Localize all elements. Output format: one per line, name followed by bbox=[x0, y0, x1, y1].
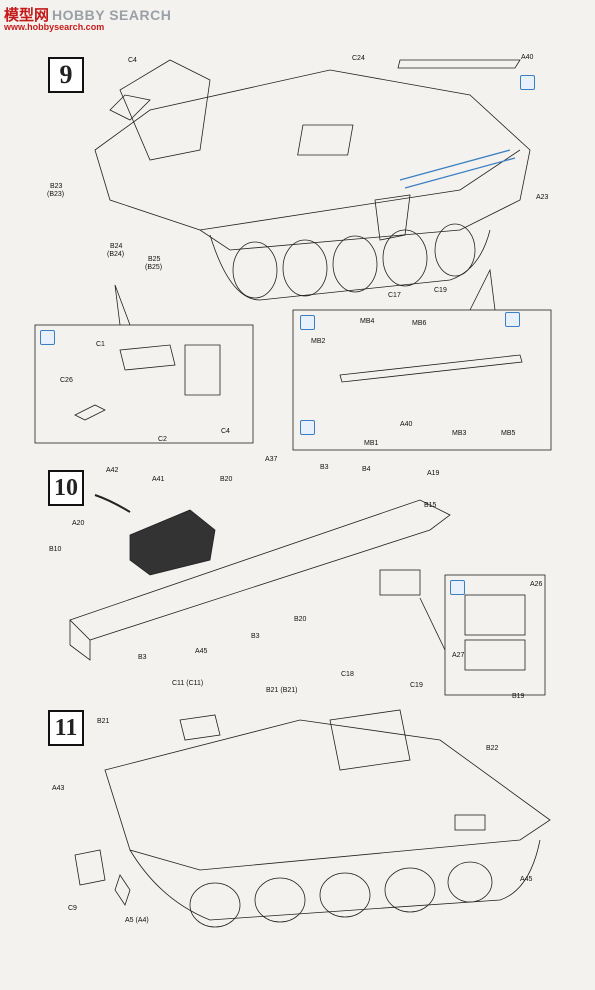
brush-icon bbox=[450, 580, 465, 595]
label-a5: A5 (A4) bbox=[125, 917, 149, 924]
label-b24-paren: (B24) bbox=[107, 251, 125, 258]
label-a40: A40 bbox=[521, 54, 534, 61]
hull-outline-11 bbox=[104, 719, 551, 871]
paint-icon bbox=[505, 312, 520, 327]
label-a45: A45 bbox=[195, 648, 208, 655]
label-c1: C1 bbox=[96, 341, 105, 348]
label-b15: B15 bbox=[424, 502, 437, 509]
label-b19: B19 bbox=[512, 693, 525, 700]
watermark-cn: 模型网 bbox=[4, 6, 50, 24]
label-a40-inset: A40 bbox=[400, 421, 413, 428]
label-a26: A26 bbox=[530, 581, 543, 588]
label-a19: A19 bbox=[427, 470, 440, 477]
label-b3-low: B3 bbox=[138, 654, 147, 661]
inset-9-left bbox=[34, 324, 254, 444]
watermark-en: HOBBY SEARCH bbox=[52, 6, 172, 23]
label-b20: B20 bbox=[220, 476, 233, 483]
brush-icon bbox=[300, 315, 315, 330]
fender-a45 bbox=[69, 499, 451, 641]
paint-icon bbox=[520, 75, 535, 90]
hull-outline-9 bbox=[94, 69, 531, 251]
label-c26: C26 bbox=[60, 377, 73, 384]
label-a23: A23 bbox=[536, 194, 549, 201]
label-mb2: MB2 bbox=[311, 338, 326, 345]
label-mb3: MB3 bbox=[452, 430, 467, 437]
label-c4: C4 bbox=[128, 57, 137, 64]
label-b25: B25 bbox=[148, 256, 161, 263]
step-11-number: 11 bbox=[48, 710, 84, 746]
label-mb4: MB4 bbox=[360, 318, 375, 325]
label-mb6: MB6 bbox=[412, 320, 427, 327]
label-a20: A20 bbox=[72, 520, 85, 527]
label-c17: C17 bbox=[388, 292, 401, 299]
part-mark-icon bbox=[300, 420, 315, 435]
label-a37: A37 bbox=[265, 456, 278, 463]
label-c19-11: C19 bbox=[410, 682, 423, 689]
label-b10: B10 bbox=[49, 546, 62, 553]
step-10-number: 10 bbox=[48, 470, 84, 506]
inset-a40-rail bbox=[339, 354, 523, 383]
label-b23-paren: (B23) bbox=[47, 191, 65, 198]
label-b20-lower: B20 bbox=[294, 616, 307, 623]
watermark-url: www.hobbysearch.com bbox=[4, 22, 105, 32]
label-c11: C11 (C11) bbox=[172, 680, 204, 687]
step-9-number: 9 bbox=[48, 57, 84, 93]
label-c2: C2 bbox=[158, 436, 167, 443]
label-b3-top: B3 bbox=[320, 464, 329, 471]
label-c24: C24 bbox=[352, 55, 365, 62]
label-c9: C9 bbox=[68, 905, 77, 912]
inset-9-right bbox=[292, 309, 552, 451]
label-b4: B4 bbox=[362, 466, 371, 473]
label-mb5: MB5 bbox=[501, 430, 516, 437]
road-wheels-11 bbox=[189, 861, 493, 928]
label-a41: A41 bbox=[152, 476, 165, 483]
label-b22: B22 bbox=[486, 745, 499, 752]
gun-mantlet-9 bbox=[119, 59, 211, 161]
part-a40 bbox=[397, 59, 521, 69]
label-a42: A42 bbox=[106, 467, 119, 474]
label-b23: B23 bbox=[50, 183, 63, 190]
inset-10 bbox=[444, 574, 546, 696]
label-b21-paren: B21 (B21) bbox=[266, 687, 298, 694]
label-c18: C18 bbox=[341, 671, 354, 678]
watermark: 模型网 HOBBY SEARCH bbox=[4, 4, 171, 25]
label-a27: A27 bbox=[452, 652, 465, 659]
label-b25-paren: (B25) bbox=[145, 264, 163, 271]
label-b24: B24 bbox=[110, 243, 123, 250]
label-c4-inset: C4 bbox=[221, 428, 230, 435]
label-a43: A43 bbox=[52, 785, 65, 792]
label-b3-mid: B3 bbox=[251, 633, 260, 640]
label-c19: C19 bbox=[434, 287, 447, 294]
brush-icon bbox=[40, 330, 55, 345]
label-a45-11: A45 bbox=[520, 876, 533, 883]
label-mb1: MB1 bbox=[364, 440, 379, 447]
road-wheels-9 bbox=[232, 223, 476, 299]
part-a41 bbox=[129, 509, 216, 576]
label-b21: B21 bbox=[97, 718, 110, 725]
